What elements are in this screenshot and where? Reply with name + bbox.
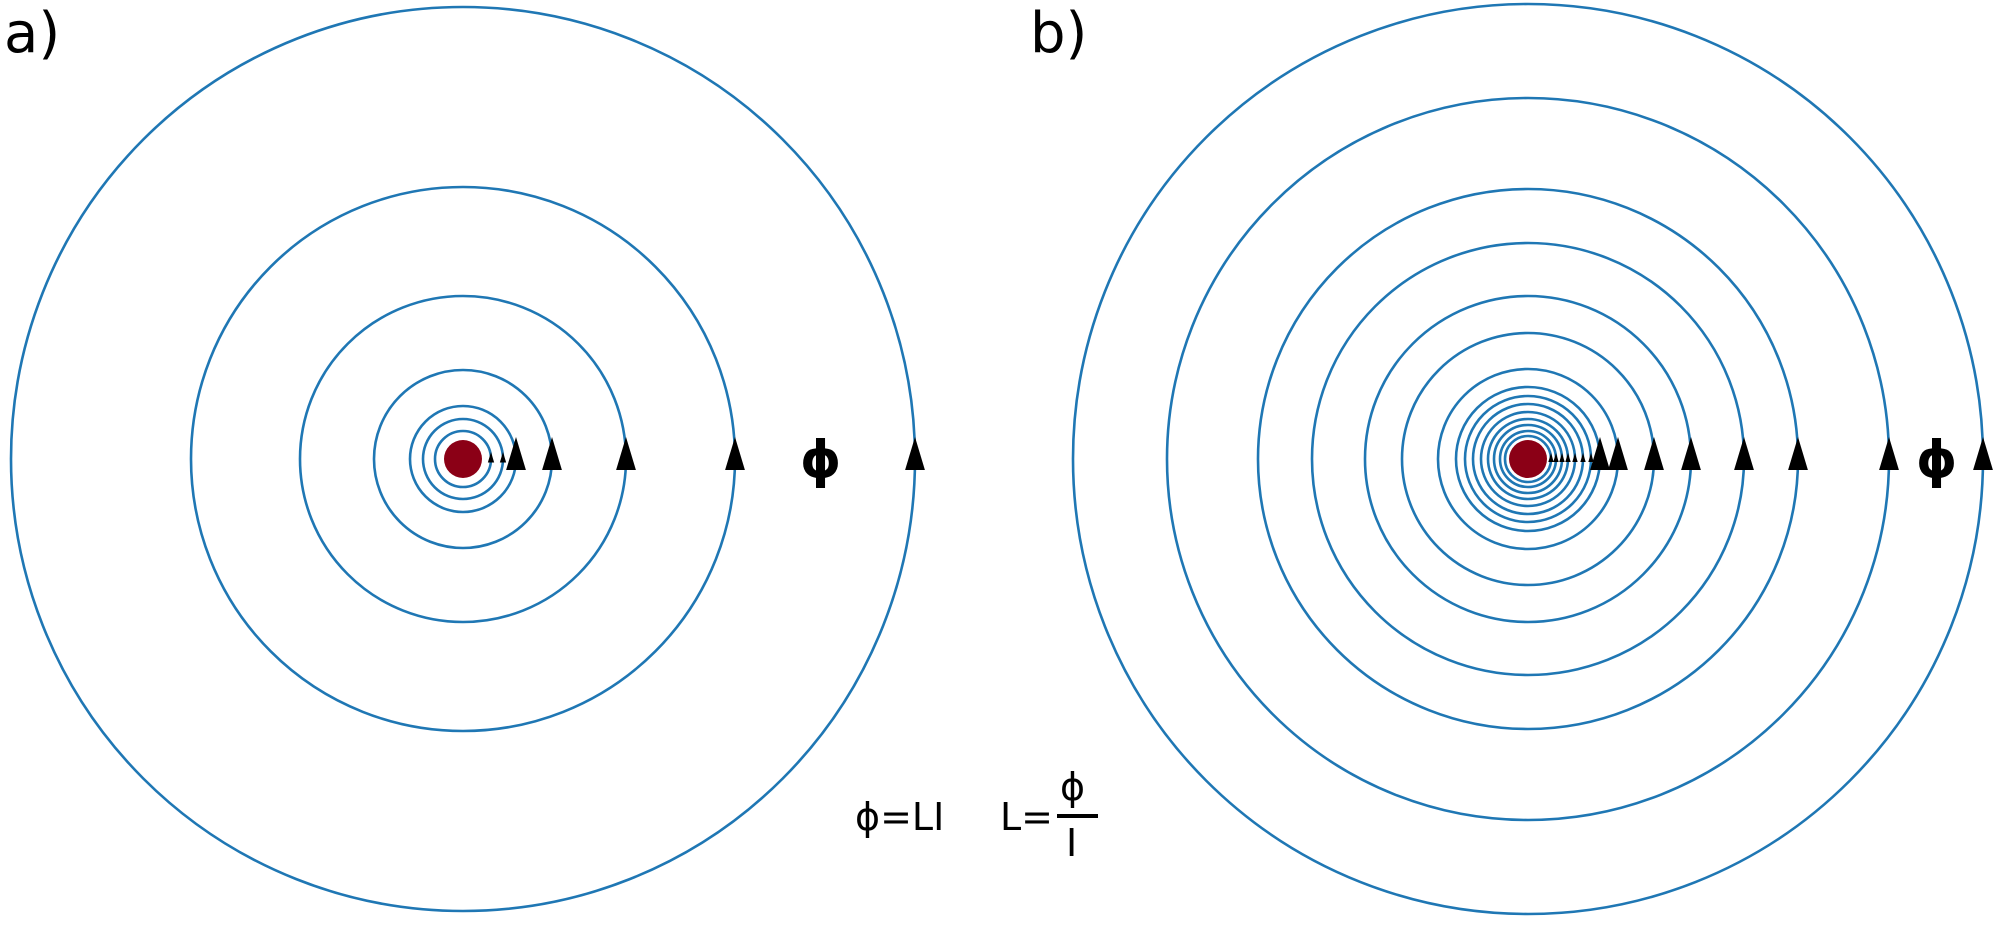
panel-a — [9, 5, 925, 913]
field-direction-arrow-icon — [1879, 437, 1899, 470]
field-direction-arrow-icon — [1565, 453, 1571, 462]
field-direction-arrow-icon — [1588, 453, 1594, 462]
field-direction-arrow-icon — [1553, 453, 1559, 462]
field-direction-arrow-icon — [1548, 453, 1554, 462]
field-direction-arrow-icon — [905, 437, 925, 470]
panel-a-label: a) — [4, 1, 60, 66]
field-direction-arrow-icon — [1559, 453, 1565, 462]
panel-b-label: b) — [1030, 1, 1087, 66]
field-direction-arrow-icon — [1973, 437, 1993, 470]
field-direction-arrow-icon — [542, 437, 562, 470]
inductance-denominator: I — [1066, 821, 1077, 865]
field-direction-arrow-icon — [1590, 437, 1610, 470]
field-direction-arrow-icon — [506, 437, 526, 470]
field-direction-arrow-icon — [1788, 437, 1808, 470]
flux-formula: ϕ=LI — [855, 795, 944, 839]
field-direction-arrow-icon — [725, 437, 745, 470]
inductance-formula-lhs: L= — [1000, 795, 1053, 839]
field-direction-arrow-icon — [1644, 437, 1664, 470]
field-direction-arrow-icon — [1681, 437, 1701, 470]
inductance-numerator: ϕ — [1060, 765, 1085, 809]
panel-a-flux-label: ϕ — [800, 430, 841, 490]
panel-b-flux-label: ϕ — [1916, 430, 1957, 490]
field-direction-arrow-icon — [1734, 437, 1754, 470]
field-direction-arrow-icon — [499, 452, 507, 463]
field-direction-arrow-icon — [1608, 437, 1628, 470]
field-direction-arrow-icon — [616, 437, 636, 470]
panel-b — [1071, 2, 1993, 916]
field-direction-arrow-icon — [487, 452, 495, 463]
field-direction-arrow-icon — [1572, 453, 1578, 462]
current-carrying-wire — [444, 440, 482, 478]
current-carrying-wire — [1509, 440, 1547, 478]
field-direction-arrow-icon — [1580, 453, 1586, 462]
